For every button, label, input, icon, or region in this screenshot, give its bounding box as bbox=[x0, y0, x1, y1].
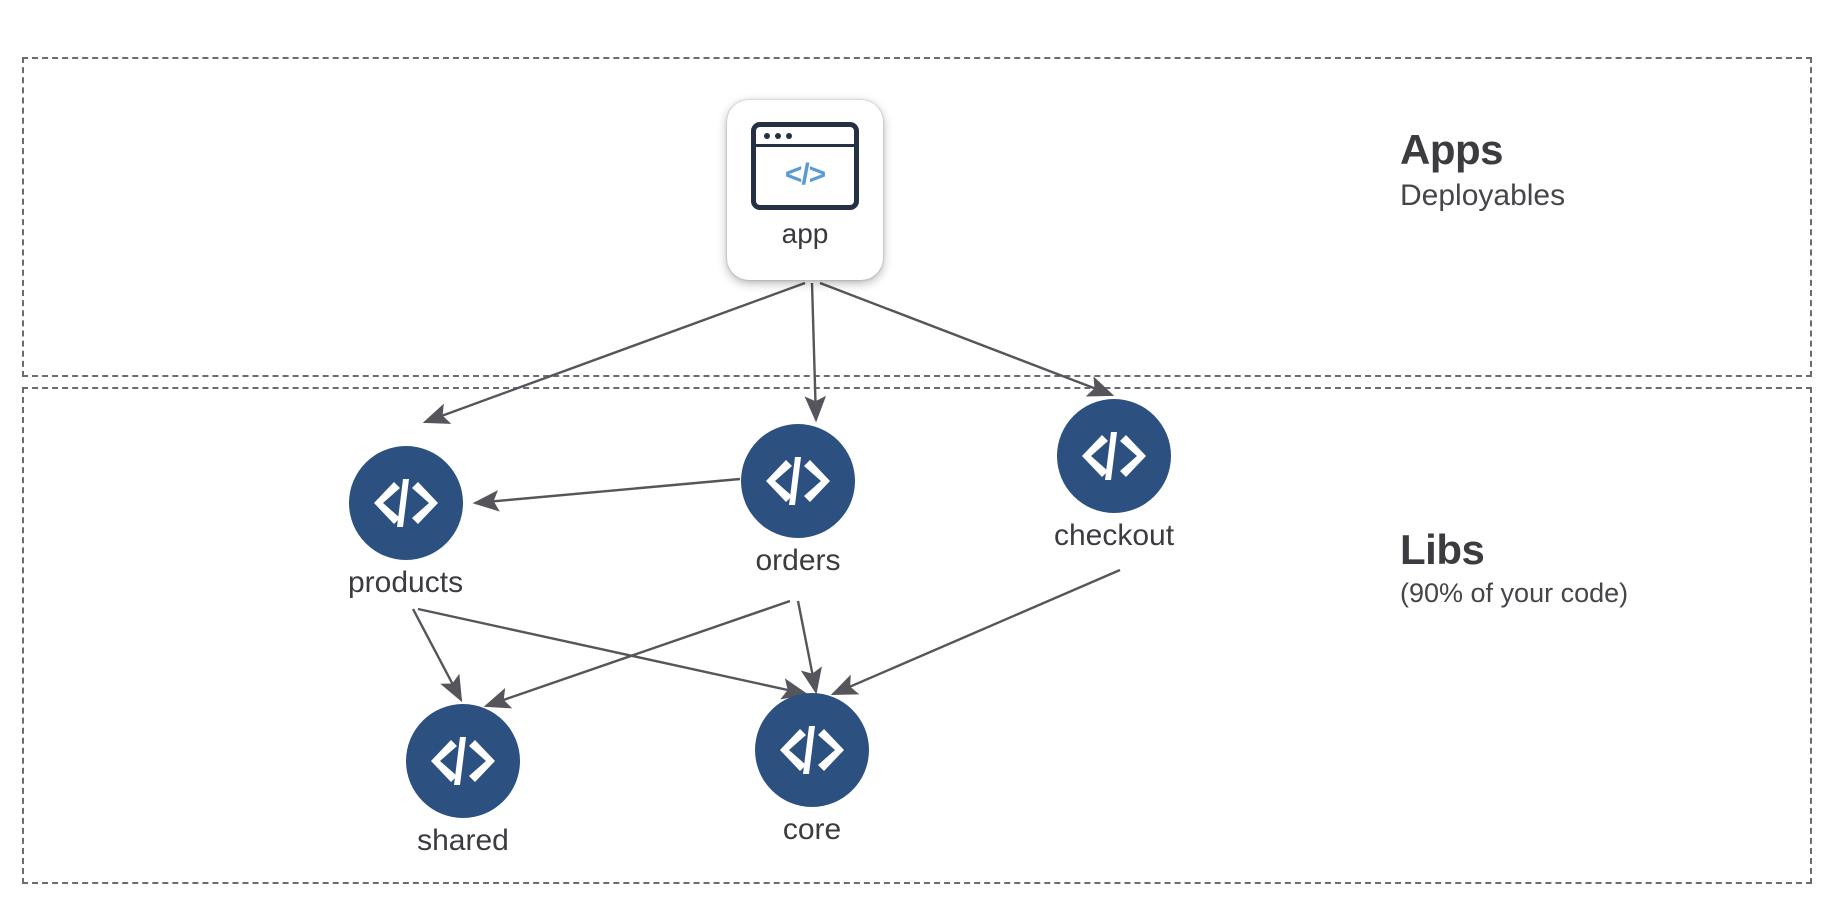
zone-apps-subtitle: Deployables bbox=[1400, 179, 1566, 213]
node-app[interactable]: </> app bbox=[727, 100, 883, 280]
code-icon bbox=[741, 424, 855, 538]
browser-titlebar bbox=[756, 127, 854, 147]
browser-dot bbox=[775, 132, 781, 139]
zone-legend-libs: Libs (90% of your code) bbox=[1400, 526, 1629, 611]
browser-window-code-icon: </> bbox=[751, 122, 859, 210]
browser-dot bbox=[786, 132, 792, 139]
code-icon bbox=[348, 446, 463, 560]
node-products[interactable]: products bbox=[348, 446, 463, 599]
node-core[interactable]: core bbox=[755, 693, 869, 846]
zone-apps bbox=[22, 57, 1812, 377]
code-glyph: </> bbox=[784, 158, 826, 191]
code-icon bbox=[1057, 399, 1172, 513]
node-checkout-label: checkout bbox=[1054, 519, 1175, 552]
node-orders-label: orders bbox=[755, 544, 841, 577]
zone-libs bbox=[22, 387, 1812, 884]
node-products-label: products bbox=[348, 566, 464, 599]
code-icon bbox=[406, 704, 520, 818]
zone-libs-title: Libs bbox=[1400, 526, 1485, 573]
node-checkout[interactable]: checkout bbox=[1054, 399, 1174, 552]
node-orders[interactable]: orders bbox=[741, 424, 855, 577]
zone-legend-apps: Apps Deployables bbox=[1400, 126, 1566, 215]
code-icon bbox=[755, 693, 869, 807]
node-shared-label: shared bbox=[417, 824, 509, 857]
node-core-label: core bbox=[782, 813, 842, 846]
zone-apps-title: Apps bbox=[1400, 126, 1504, 173]
zone-libs-subtitle: (90% of your code) bbox=[1400, 578, 1629, 609]
browser-dot bbox=[764, 132, 770, 139]
node-app-label: app bbox=[781, 218, 829, 249]
node-shared[interactable]: shared bbox=[406, 704, 520, 857]
